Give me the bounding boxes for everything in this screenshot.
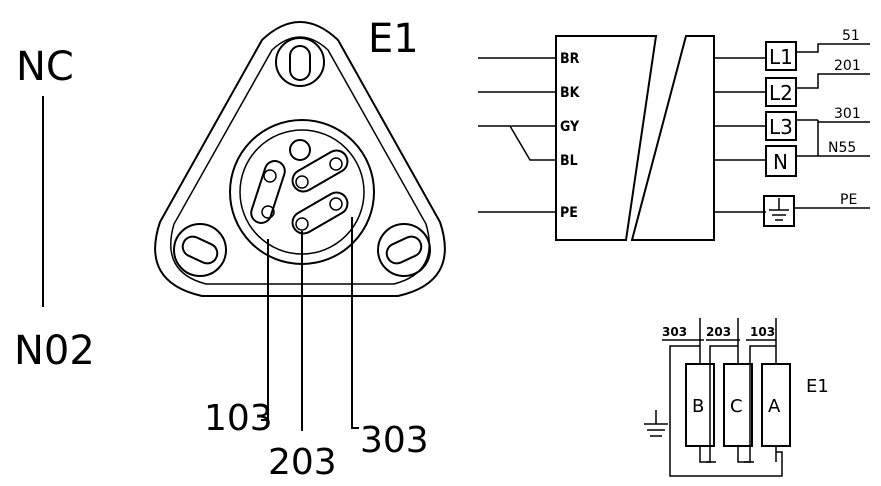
terminal-label-l1: L1 [769, 45, 793, 69]
terminal-block [478, 35, 870, 241]
wire-label-bk: BK [560, 85, 581, 101]
output-wire-pe: PE [840, 192, 857, 208]
heater-element-c: C [730, 396, 743, 417]
connector-label: E1 [368, 16, 419, 62]
output-wire-201: 201 [834, 58, 861, 74]
heater-wire-303: 303 [662, 325, 687, 339]
output-wire-51: 51 [842, 28, 860, 44]
mounting-hole [173, 223, 227, 277]
pin-label-303: 303 [360, 420, 429, 461]
heater-wire-203: 203 [706, 325, 731, 339]
output-wire-n55: N55 [828, 140, 856, 156]
pin-leaders [261, 217, 359, 431]
connector-pins [250, 139, 349, 235]
heater-assembly [644, 318, 791, 477]
heater-label: E1 [806, 376, 829, 397]
heater-element-a: A [768, 396, 781, 417]
pin-label-103: 103 [204, 398, 273, 439]
terminal-label-l2: L2 [769, 81, 793, 105]
switch-top-label: NC [16, 44, 74, 90]
wire-label-pe: PE [560, 205, 578, 221]
terminal-label-n: N [773, 150, 788, 174]
mounting-hole [377, 223, 431, 277]
heater-wire-103: 103 [750, 325, 775, 339]
wire-label-gy: GY [560, 119, 580, 135]
mounting-hole [275, 37, 325, 87]
wire-label-br: BR [560, 51, 580, 67]
wire-label-bl: BL [560, 153, 578, 169]
terminal-label-l3: L3 [769, 115, 793, 139]
switch-bottom-label: N02 [14, 328, 95, 374]
heater-element-b: B [692, 396, 704, 417]
output-wire-301: 301 [834, 106, 861, 122]
pin-label-203: 203 [268, 442, 337, 483]
